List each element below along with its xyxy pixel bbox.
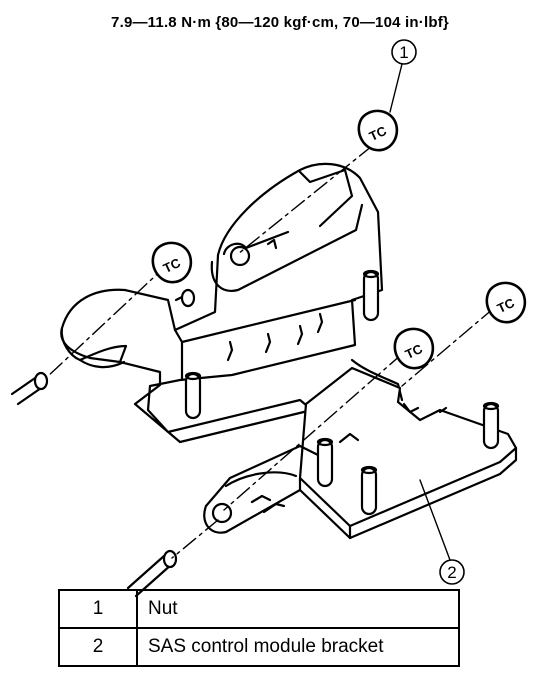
- legend-description: SAS control module bracket: [136, 627, 460, 667]
- table-row: 2 SAS control module bracket: [58, 627, 460, 667]
- nut-marking: TC: [367, 123, 390, 144]
- legend-description: Nut: [136, 589, 460, 629]
- nut-1-icon: TC: [357, 109, 399, 152]
- nut-marking: TC: [403, 341, 426, 362]
- callout-1-label: 1: [399, 43, 408, 62]
- callout-2: 2: [419, 479, 465, 585]
- parts-legend-table: 1 Nut 2 SAS control module bracket: [58, 589, 460, 667]
- nut-marking: TC: [161, 255, 184, 276]
- callout-1: 1: [389, 39, 417, 113]
- sas-module-bracket: [203, 366, 518, 540]
- legend-number: 2: [58, 627, 138, 667]
- callout-2-label: 2: [447, 563, 456, 582]
- stud-upper-left: [10, 371, 49, 406]
- stud-mid: [180, 288, 196, 308]
- alignment-lines: [45, 145, 495, 559]
- nut-marking: TC: [495, 295, 518, 316]
- table-row: 1 Nut: [58, 589, 460, 629]
- nut-3-icon: TC: [485, 281, 527, 324]
- legend-number: 1: [58, 589, 138, 629]
- nut-4-icon: TC: [393, 327, 435, 370]
- torque-spec: 7.9—11.8 N·m {80—120 kgf·cm, 70—104 in·l…: [111, 14, 449, 31]
- nut-2-icon: TC: [151, 241, 193, 284]
- upper-bracket: [60, 162, 404, 444]
